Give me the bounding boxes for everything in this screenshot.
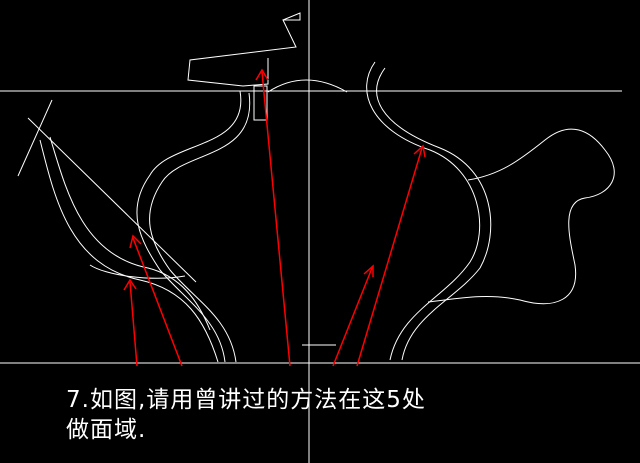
body-right-inner (376, 67, 492, 361)
instruction-caption: 7.如图,请用曾讲过的方法在这5处 做面域. (66, 385, 536, 445)
handle-profile (427, 128, 615, 305)
caption-line-1: 7.如图,请用曾讲过的方法在这5处 (66, 387, 426, 413)
spout-diagonal-line (27, 117, 197, 283)
lid-knob-stem (253, 85, 268, 121)
body-left-inner (149, 92, 251, 363)
caption-line-2: 做面域. (66, 417, 147, 443)
region-arrow-3 (255, 68, 291, 367)
spout-outer (39, 139, 219, 363)
body-right-outer (366, 61, 481, 361)
spout-tip-line (17, 99, 53, 177)
region-arrow-2 (129, 234, 183, 367)
body-left-outer (136, 90, 242, 363)
lid-profile (187, 12, 301, 87)
region-arrow-5 (356, 144, 426, 367)
spout-base-curve (89, 264, 186, 279)
lid-dome (267, 79, 348, 93)
region-arrow-4 (332, 264, 374, 367)
region-arrow-1 (123, 278, 138, 367)
spout-inner (49, 136, 211, 331)
